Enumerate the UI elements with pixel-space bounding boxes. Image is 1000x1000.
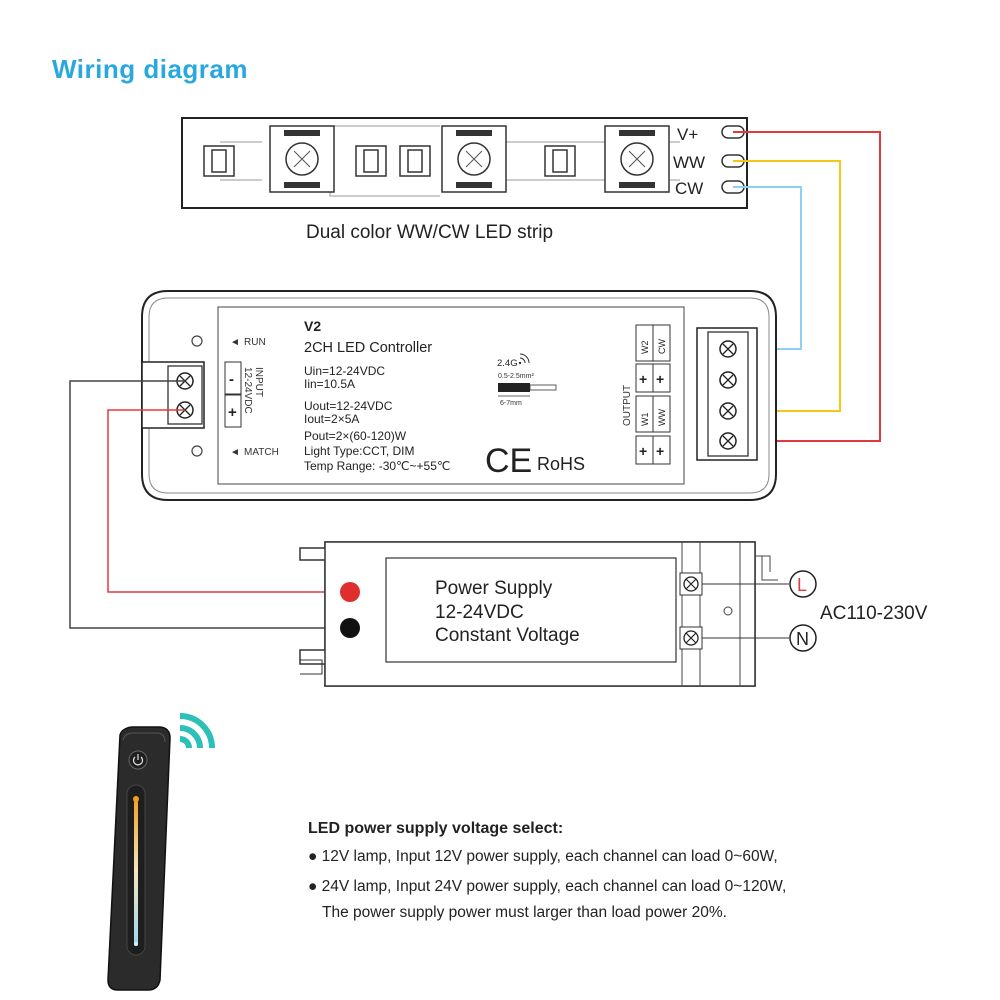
output-ch-cw: CW [657,339,667,354]
power-icon [132,754,144,766]
input-label: INPUT [253,367,264,397]
psu-line-1: Power Supply [435,578,553,599]
screw-terminal-icon [679,626,703,650]
controller-name: 2CH LED Controller [304,340,432,356]
strip-caption: Dual color WW/CW LED strip [306,222,553,243]
wifi-signal-icon [179,713,215,749]
rf-label: 2.4G [497,358,518,369]
strip-terminal-cw: CW [675,179,703,198]
wire-strip-icon [498,383,557,397]
controller: ◄ RUN ◄ MATCH - + INPUT 12-24VDC V2 2CH … [141,290,777,501]
output-ch-w2: W2 [640,341,650,355]
spec-temp-range: Temp Range: -30℃~+55℃ [304,459,450,473]
wire-size: 0.5-2.5mm² [498,373,534,380]
output-plus-1: + [639,371,647,387]
input-plus: + [228,404,237,421]
screw-terminal-icon [719,371,737,389]
diagram-title: Wiring diagram [52,54,249,84]
led-chip-icon [604,125,670,193]
live-label: L [797,575,807,595]
psu-line-3: Constant Voltage [435,625,580,646]
ce-mark: CE [485,442,532,480]
match-button[interactable] [191,445,203,457]
led-chip-icon [441,125,507,193]
wire-positive [107,409,345,593]
rf-signal-icon [518,353,530,365]
remote-control [107,726,171,991]
output-plus-3: + [639,443,647,459]
psu-negative-terminal [340,618,360,638]
neutral-terminal-circle [789,624,817,652]
match-label: MATCH [244,447,279,458]
wire-ww [733,160,841,412]
output-plus-2: + [656,371,664,387]
strip-terminal-vplus: V+ [677,125,698,144]
spec-uin: Uin=12-24VDC [304,364,385,378]
rohs-mark: RoHS [537,454,585,474]
spec-uout: Uout=12-24VDC [304,399,393,413]
screw-terminal-icon [719,340,737,358]
spec-iout: Iout=2×5A [304,412,359,426]
live-terminal-circle [789,570,817,598]
neutral-label: N [796,629,809,649]
run-indicator [191,335,203,347]
spec-iin: Iin=10.5A [304,377,355,391]
wire-vplus [733,131,881,442]
note-12v: ● 12V lamp, Input 12V power supply, each… [308,848,778,865]
ac-voltage-label: AC110-230V [820,603,928,624]
run-label: RUN [244,337,266,348]
input-minus: - [229,371,234,388]
note-24v: ● 24V lamp, Input 24V power supply, each… [308,878,787,895]
screw-terminal-icon [679,572,703,596]
run-arrow: ◄ [230,337,240,348]
resistor-1 [203,145,235,177]
voltage-notes: LED power supply voltage select: ● 12V l… [308,820,928,926]
resistor-3 [399,145,431,177]
strip-length: 6-7mm [500,400,522,407]
led-strip: V+ WW CW [181,117,748,209]
screw-terminal-icon [719,432,737,450]
output-ch-w1: W1 [640,413,650,427]
output-ch-ww: WW [657,409,667,426]
notes-heading: LED power supply voltage select: [308,820,564,837]
screw-terminal-icon [719,402,737,420]
output-plus-4: + [656,443,664,459]
led-chip-icon [269,125,335,193]
output-label: OUTPUT [622,385,633,426]
psu-line-2: 12-24VDC [435,602,524,623]
input-voltage: 12-24VDC [242,367,253,414]
power-supply [299,541,789,687]
note-power-margin: The power supply power must larger than … [322,904,727,921]
wire-negative [69,380,345,629]
resistor-2 [355,145,387,177]
controller-model: V2 [304,318,321,334]
spec-light-type: Light Type:CCT, DIM [304,444,414,458]
resistor-4 [544,145,576,177]
spec-pout: Pout=2×(60-120)W [304,429,407,443]
match-arrow: ◄ [230,447,240,458]
psu-positive-terminal [340,582,360,602]
strip-terminal-ww: WW [673,153,705,172]
